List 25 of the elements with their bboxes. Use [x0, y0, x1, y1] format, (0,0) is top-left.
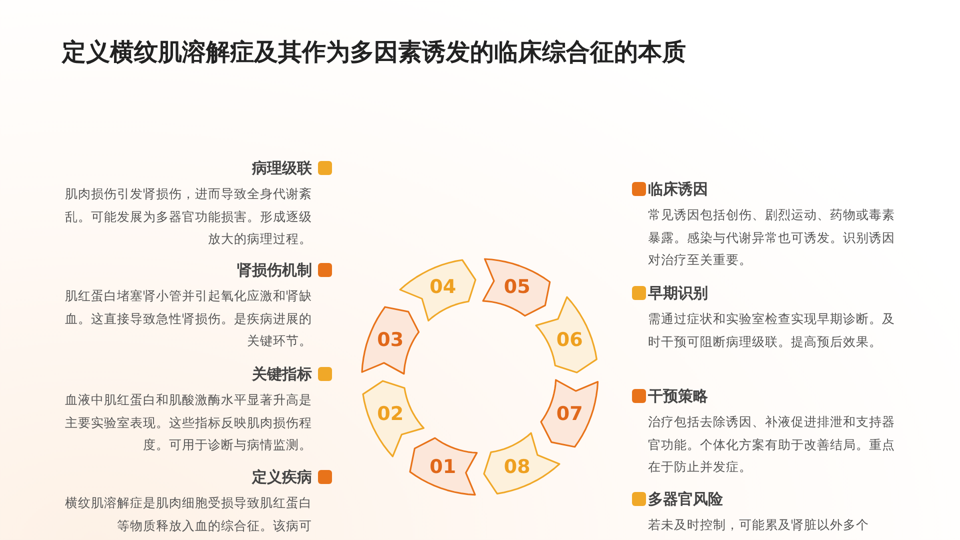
step-number: 06 — [556, 328, 583, 351]
step-number: 03 — [377, 328, 404, 351]
step-number: 04 — [430, 276, 456, 298]
section-text: 肌肉损伤引发肾损伤，进而导致全身代谢紊乱。可能发展为多器官功能损害。形成逐级放大的病理过程。 — [64, 185, 312, 248]
step-number: 08 — [504, 456, 530, 478]
step-number: 01 — [430, 456, 456, 478]
section-heading: 定义疾病 — [252, 467, 312, 488]
section-heading: 早期识别 — [648, 283, 708, 304]
step-number: 02 — [377, 403, 404, 426]
page-title: 定义横纹肌溶解症及其作为多因素诱发的临床综合征的本质 — [62, 37, 686, 68]
section-text: 治疗包括去除诱因、补液促进排泄和支持器官功能。个体化方案有助于改善结局。重点在于防止并发症。 — [648, 413, 896, 476]
section-heading: 临床诱因 — [648, 179, 708, 200]
section-heading: 肾损伤机制 — [237, 260, 312, 281]
section-heading: 病理级联 — [252, 158, 312, 179]
section-text: 横纹肌溶解症是肌肉细胞受损导致肌红蛋白等物质释放入血的综合征。该病可 — [64, 494, 312, 534]
step-number: 07 — [556, 403, 583, 426]
section-text: 常见诱因包括创伤、剧烈运动、药物或毒素暴露。感染与代谢异常也可诱发。识别诱因对治疗至关重要。 — [648, 206, 896, 269]
section-text: 肌红蛋白堵塞肾小管并引起氧化应激和肾缺血。这直接导致急性肾损伤。是疾病进展的关键环节。 — [64, 287, 312, 350]
section-text: 需通过症状和实验室检查实现早期诊断。及时干预可阻断病理级联。提高预后效果。 — [648, 310, 896, 350]
section-text: 血液中肌红蛋白和肌酸激酶水平显著升高是主要实验室表现。这些指标反映肌肉损伤程度。可用于诊断与病情监测。 — [64, 391, 312, 454]
step-number: 05 — [504, 276, 530, 298]
section-text: 若未及时控制，可能累及肾脏以外多个 — [648, 516, 870, 534]
section-heading: 关键指标 — [252, 364, 312, 385]
section-heading: 干预策略 — [648, 386, 708, 407]
section-heading: 多器官风险 — [648, 489, 723, 510]
